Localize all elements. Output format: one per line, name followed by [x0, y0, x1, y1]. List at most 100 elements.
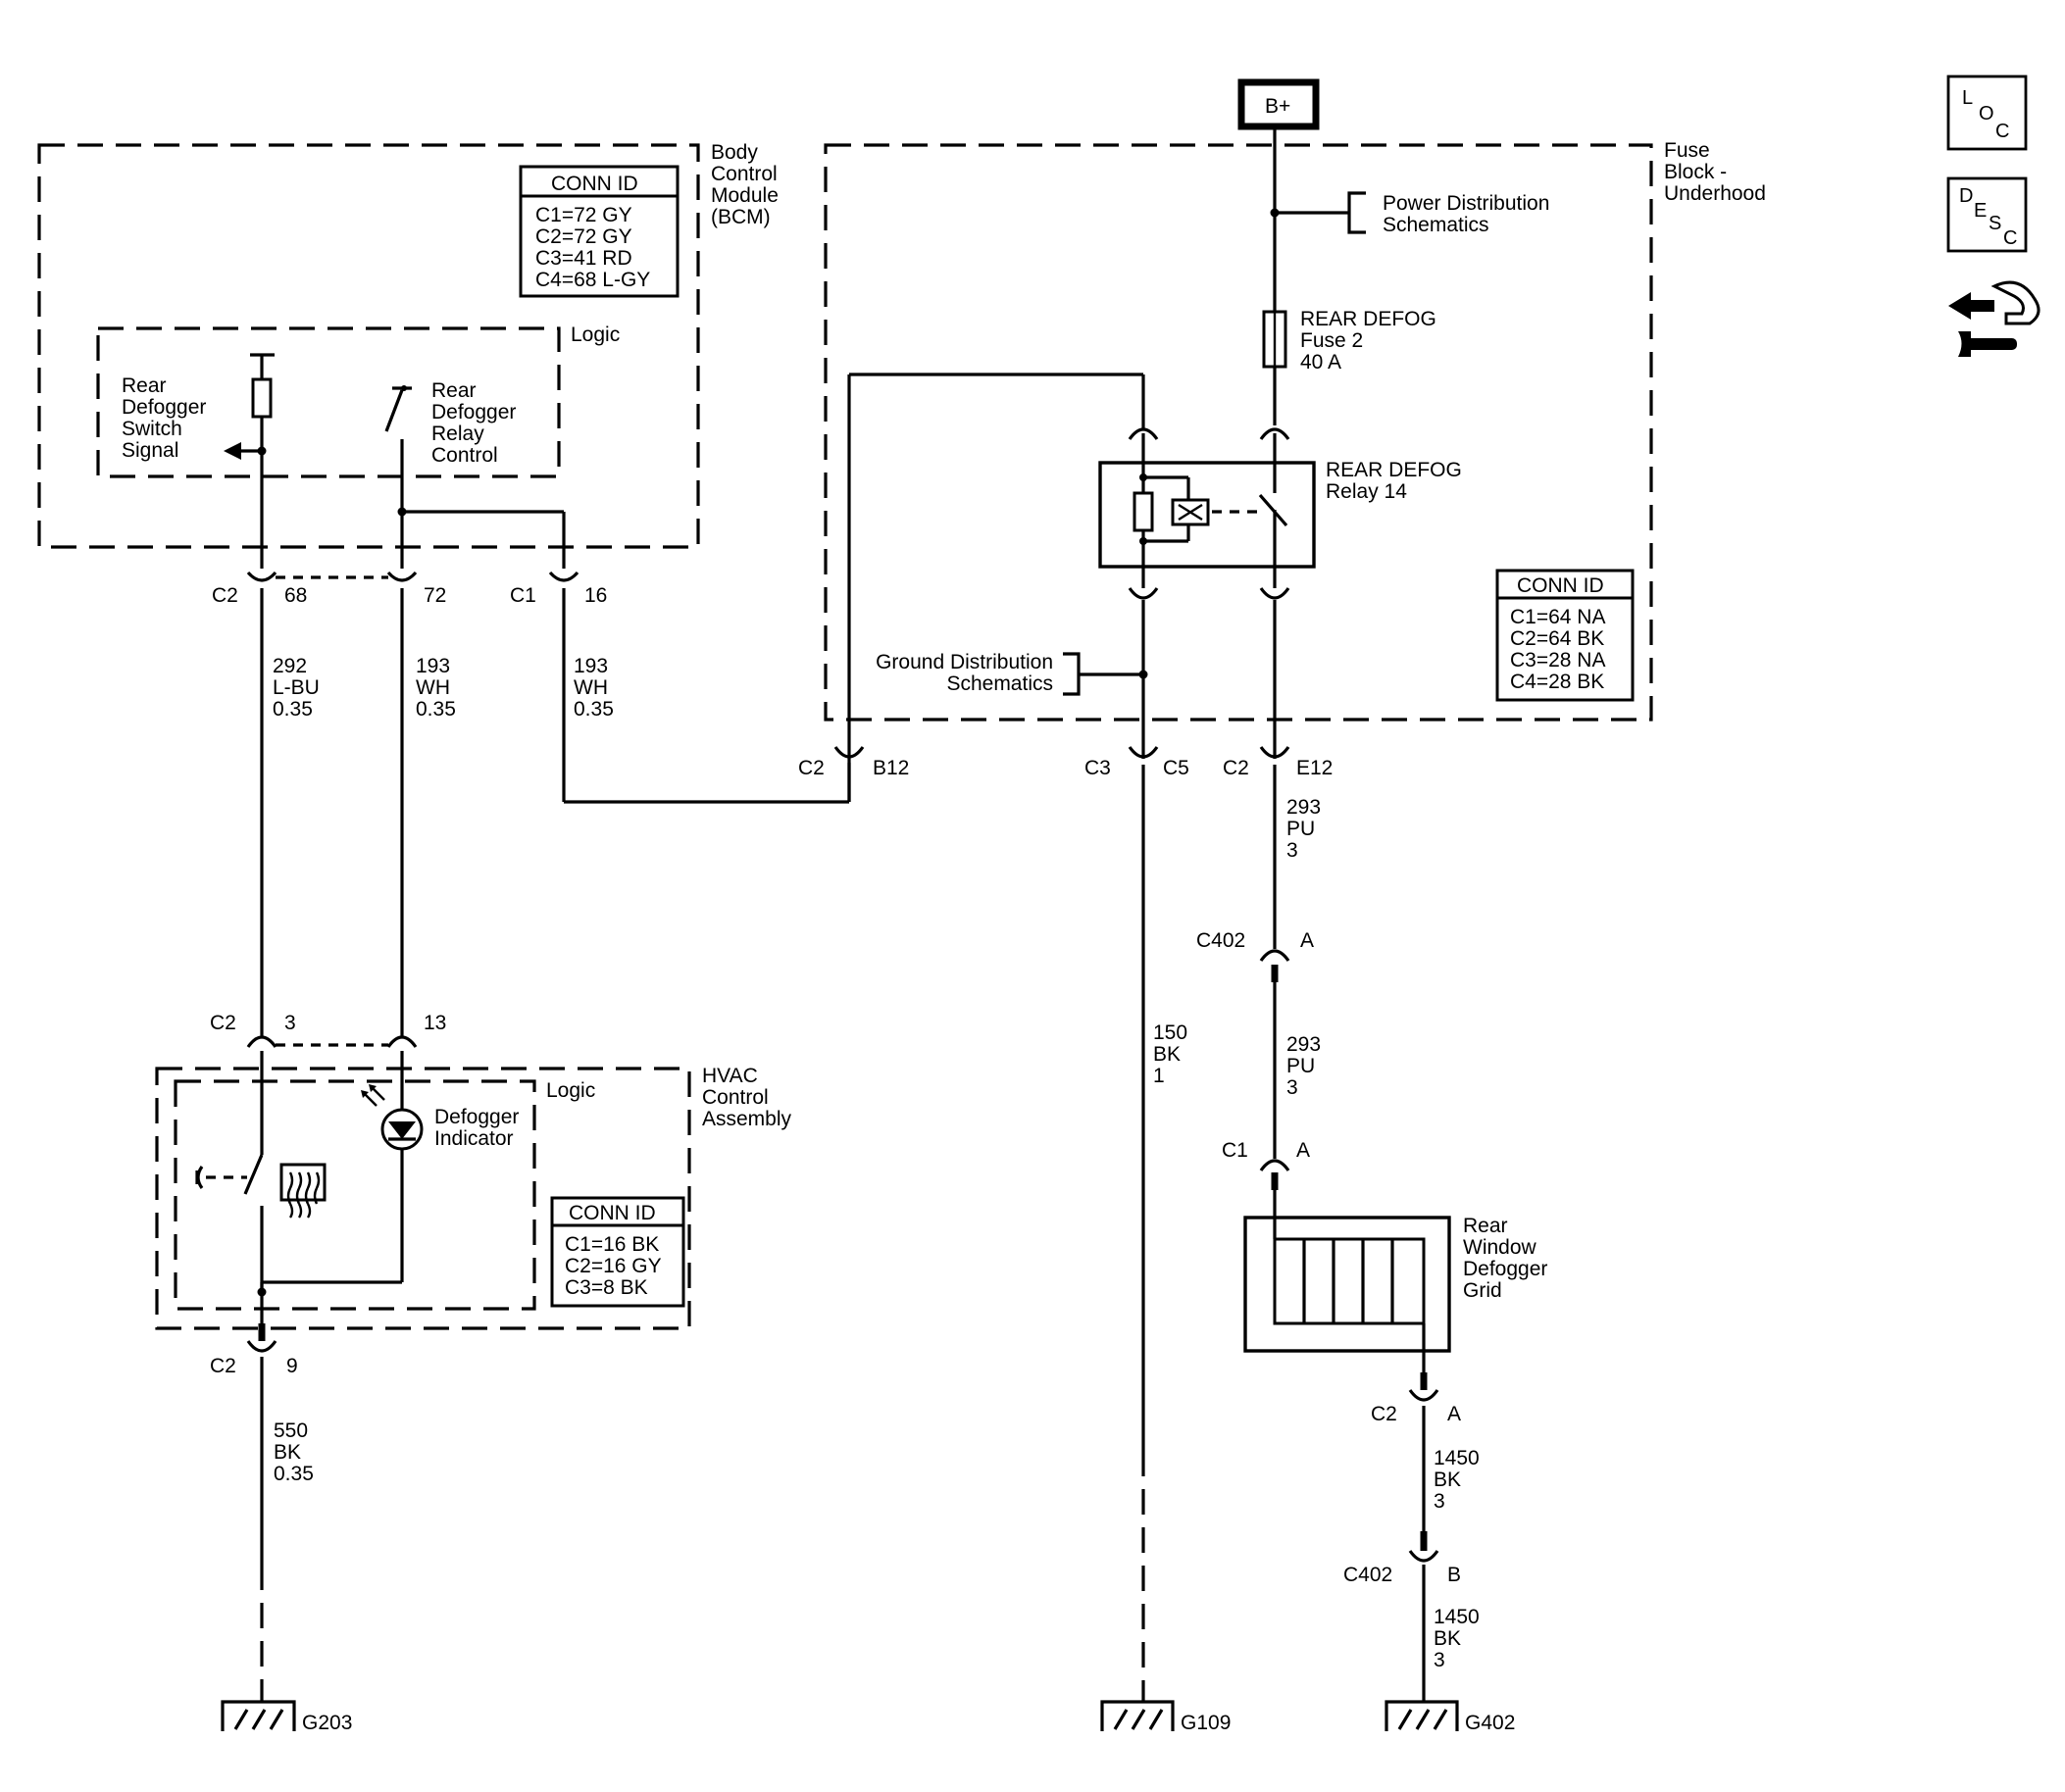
svg-text:BK: BK — [1434, 1627, 1461, 1650]
svg-text:B12: B12 — [873, 757, 909, 779]
svg-text:REAR DEFOG: REAR DEFOG — [1300, 308, 1436, 330]
svg-text:C1=72 GY: C1=72 GY — [535, 204, 632, 226]
svg-text:PU: PU — [1286, 1055, 1315, 1077]
rear-defog-fuse: REAR DEFOG Fuse 2 40 A — [1262, 308, 1436, 425]
bcm-connector-c1: C1 16 — [510, 571, 607, 607]
svg-text:3: 3 — [1286, 839, 1298, 862]
svg-text:3: 3 — [1434, 1649, 1445, 1671]
svg-text:C2=64 BK: C2=64 BK — [1510, 627, 1604, 650]
svg-text:Underhood: Underhood — [1664, 182, 1766, 205]
hvac-connector-c2-top: C2 3 13 — [210, 1012, 446, 1048]
troubleshoot-icon[interactable] — [1948, 280, 2040, 357]
hvac-logic-box: Logic — [174, 1079, 595, 1311]
svg-text:293: 293 — [1286, 1033, 1321, 1056]
svg-text:CONN ID: CONN ID — [551, 173, 638, 195]
svg-text:C2: C2 — [212, 584, 238, 607]
svg-text:Relay 14: Relay 14 — [1326, 480, 1407, 503]
svg-text:Window: Window — [1463, 1236, 1537, 1259]
wire-1450-a: 1450 BK 3 — [1422, 1406, 1480, 1531]
svg-text:0.35: 0.35 — [273, 698, 313, 721]
ground-distribution-reference: Ground Distribution Schematics — [876, 600, 1148, 759]
desc-icon[interactable]: D E S C — [1946, 176, 2028, 253]
svg-text:WH: WH — [574, 676, 608, 699]
svg-text:C1=16 BK: C1=16 BK — [565, 1233, 659, 1256]
svg-text:G109: G109 — [1181, 1712, 1231, 1734]
svg-text:C4=28 BK: C4=28 BK — [1510, 671, 1604, 693]
svg-text:C3=28 NA: C3=28 NA — [1510, 649, 1605, 672]
svg-text:Body: Body — [711, 141, 758, 164]
hvac-connector-c2-bottom: C2 9 — [210, 1323, 298, 1377]
svg-text:S: S — [1989, 213, 2001, 234]
defogger-indicator: Defogger Indicator — [260, 1051, 519, 1292]
svg-text:1450: 1450 — [1434, 1606, 1480, 1628]
ground-g203: G203 — [221, 1700, 352, 1734]
svg-text:A: A — [1447, 1403, 1461, 1425]
svg-text:C2: C2 — [1223, 757, 1249, 779]
svg-text:1450: 1450 — [1434, 1447, 1480, 1469]
svg-text:0.35: 0.35 — [574, 698, 614, 721]
svg-text:Control: Control — [711, 163, 778, 185]
svg-text:Module: Module — [711, 184, 779, 207]
svg-text:Block -: Block - — [1664, 161, 1727, 183]
svg-text:C2=16 GY: C2=16 GY — [565, 1255, 662, 1277]
svg-text:C402: C402 — [1343, 1564, 1392, 1586]
svg-text:C2: C2 — [210, 1355, 236, 1377]
wire-293-b: 293 PU 3 — [1273, 982, 1321, 1159]
grid-connector-c1: C1 A — [1222, 1139, 1310, 1190]
ground-g109: G109 — [1100, 1700, 1231, 1734]
svg-text:E12: E12 — [1296, 757, 1333, 779]
svg-text:L: L — [1962, 87, 1973, 109]
svg-text:A: A — [1300, 929, 1314, 952]
svg-text:C3=8 BK: C3=8 BK — [565, 1276, 648, 1299]
svg-text:C2: C2 — [210, 1012, 236, 1034]
svg-text:Assembly: Assembly — [702, 1108, 792, 1130]
rear-window-defogger-grid: Rear Window Defogger Grid — [1243, 1190, 1547, 1374]
fuse-block-connector-b12: C2 B12 — [798, 746, 909, 802]
wire-293-a: 293 PU 3 — [1273, 765, 1321, 949]
svg-text:16: 16 — [584, 584, 607, 607]
svg-text:C1: C1 — [510, 584, 536, 607]
svg-text:Grid: Grid — [1463, 1279, 1502, 1302]
wire-150: 150 BK 1 — [1141, 765, 1187, 1702]
svg-text:Defogger: Defogger — [122, 396, 206, 419]
relay-coil-feed — [847, 373, 1145, 759]
hvac-conn-id-table: CONN ID C1=16 BK C2=16 GY C3=8 BK — [550, 1196, 685, 1308]
svg-text:C3=41 RD: C3=41 RD — [535, 247, 632, 270]
svg-text:Rear: Rear — [431, 379, 477, 402]
svg-text:REAR DEFOG: REAR DEFOG — [1326, 459, 1462, 481]
svg-text:Defogger: Defogger — [434, 1106, 519, 1128]
svg-text:Signal: Signal — [122, 439, 178, 462]
svg-text:0.35: 0.35 — [274, 1463, 314, 1485]
svg-text:BK: BK — [274, 1441, 301, 1464]
svg-text:193: 193 — [416, 655, 450, 677]
svg-text:Defogger: Defogger — [1463, 1258, 1547, 1280]
svg-text:L-BU: L-BU — [273, 676, 320, 699]
svg-text:Switch: Switch — [122, 418, 182, 440]
svg-text:G402: G402 — [1465, 1712, 1515, 1734]
svg-text:WH: WH — [416, 676, 450, 699]
rear-defog-symbol-icon — [279, 1163, 327, 1219]
svg-text:3: 3 — [1434, 1490, 1445, 1513]
svg-text:C: C — [1995, 121, 2009, 142]
bcm-module: Body Control Module (BCM) — [37, 141, 779, 549]
svg-text:Logic: Logic — [571, 324, 620, 346]
bcm-logic-box: Logic — [96, 324, 620, 478]
fuse-block-connector-c5: C3 C5 — [1084, 746, 1189, 779]
rear-defogger-switch-signal: Rear Defogger Switch Signal — [122, 353, 275, 569]
svg-text:Schematics: Schematics — [946, 672, 1053, 695]
loc-icon[interactable]: L O C — [1946, 75, 2028, 151]
svg-text:CONN ID: CONN ID — [1517, 574, 1604, 597]
svg-text:0.35: 0.35 — [416, 698, 456, 721]
svg-text:292: 292 — [273, 655, 307, 677]
svg-text:C5: C5 — [1163, 757, 1189, 779]
fuse-block-conn-id-table: CONN ID C1=64 NA C2=64 BK C3=28 NA C4=28… — [1495, 569, 1635, 702]
svg-text:550: 550 — [274, 1419, 308, 1442]
svg-text:C1: C1 — [1222, 1139, 1248, 1162]
power-distribution-reference: Power Distribution Schematics — [1270, 126, 1549, 312]
battery-positive-terminal: B+ — [1237, 78, 1320, 130]
svg-text:Schematics: Schematics — [1383, 214, 1489, 236]
fuse-block-connector-e12: C2 E12 — [1223, 746, 1333, 779]
svg-text:1: 1 — [1153, 1065, 1165, 1087]
svg-text:150: 150 — [1153, 1021, 1187, 1044]
svg-text:Rear: Rear — [1463, 1215, 1508, 1237]
